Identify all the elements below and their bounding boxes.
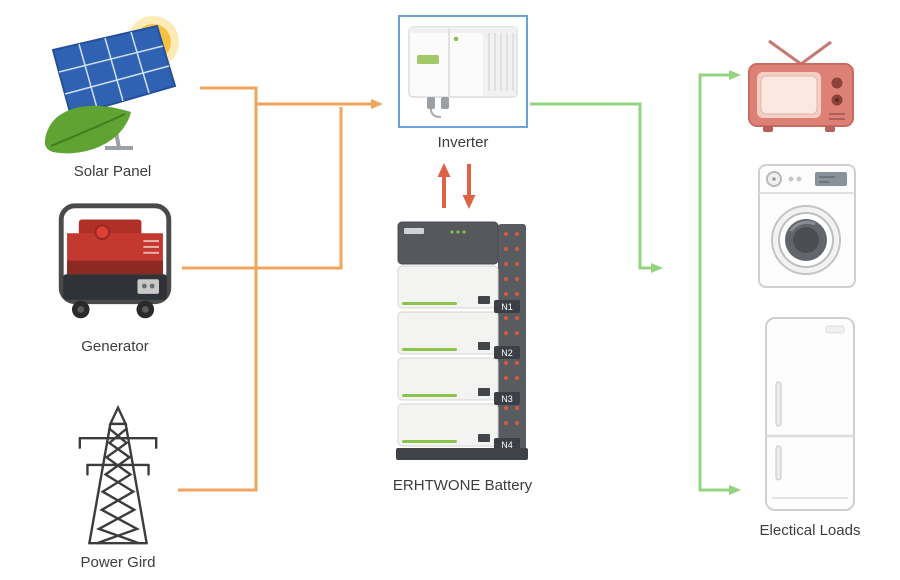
battery-control-unit	[397, 221, 499, 265]
generator-body	[67, 219, 163, 275]
inverter-node: Inverter	[398, 15, 528, 151]
battery-modules	[397, 265, 499, 447]
battery-tag-n1: N1	[501, 302, 513, 312]
fridge-handle-top	[775, 381, 782, 427]
battery-base	[396, 448, 528, 460]
transmission-tower-icon	[78, 404, 158, 545]
washing-machine-icon	[758, 164, 856, 288]
inverter-vent-panel	[483, 28, 516, 96]
power-grid-node: Power Gird	[58, 400, 178, 571]
inverter-icon	[408, 26, 518, 118]
electrical-loads-label: Electical Loads	[759, 522, 861, 539]
generator-node: Generator	[50, 200, 180, 355]
loads-bus-to-fridge-wire	[698, 268, 741, 495]
tv-node	[745, 38, 857, 134]
washing-machine-node	[757, 163, 857, 289]
generator-icon	[58, 203, 172, 319]
battery-side-rail	[498, 224, 526, 450]
generator-frame	[58, 203, 172, 305]
inverter-status-led	[453, 36, 459, 42]
tv-screen	[760, 75, 818, 115]
generator-wheels	[71, 300, 155, 319]
generator-to-inverter-wire	[182, 107, 343, 270]
refrigerator-node	[762, 316, 858, 512]
battery-node: N1 N2 N3 N4 ERHTWONE Battery	[390, 218, 535, 494]
tower-structure	[78, 404, 158, 545]
solar-to-inverter-wire	[200, 86, 383, 109]
battery-module-3	[397, 357, 499, 401]
solar-panel-icon	[44, 16, 179, 154]
load-wires	[530, 70, 741, 495]
loads-bus-to-tv-wire	[698, 70, 741, 268]
battery-module-tags: N1 N2 N3 N4	[494, 300, 520, 451]
solar-panel-label: Solar Panel	[73, 163, 152, 180]
generator-outlet-panel	[137, 279, 159, 294]
inverter-label: Inverter	[437, 134, 489, 151]
battery-stack-icon: N1 N2 N3 N4	[396, 221, 528, 460]
tv-antennas	[768, 39, 832, 66]
generator-label: Generator	[81, 338, 149, 355]
powergrid-to-inverter-wire	[178, 104, 258, 492]
inverter-logo-badge	[417, 55, 439, 64]
battery-wires	[437, 163, 476, 209]
panel	[51, 24, 177, 118]
inverter-highlight-box	[398, 15, 528, 128]
battery-module-2	[397, 311, 499, 355]
refrigerator-icon	[765, 317, 855, 511]
battery-module-4	[397, 403, 499, 447]
battery-tag-n2: N2	[501, 348, 513, 358]
power-grid-label: Power Gird	[80, 554, 156, 571]
battery-tag-n4: N4	[501, 440, 513, 450]
leaf-icon	[44, 105, 131, 154]
tv-icon	[748, 39, 854, 132]
source-wires	[178, 86, 383, 492]
battery-module-1	[397, 265, 499, 309]
battery-tag-n3: N3	[501, 394, 513, 404]
tv-speaker	[829, 113, 845, 120]
solar-panel-node: Solar Panel	[35, 12, 190, 180]
tv-knobs	[831, 77, 843, 106]
tv-legs	[763, 126, 835, 132]
washer-control-panel	[766, 171, 847, 187]
inverter-connectors	[427, 97, 449, 118]
fridge-vent	[825, 325, 845, 334]
fridge-body	[765, 317, 855, 511]
washer-door	[771, 205, 841, 275]
inverter-to-loads-wire	[530, 102, 663, 273]
battery-label: ERHTWONE Battery	[392, 477, 533, 494]
fridge-handle-bottom	[775, 445, 782, 481]
